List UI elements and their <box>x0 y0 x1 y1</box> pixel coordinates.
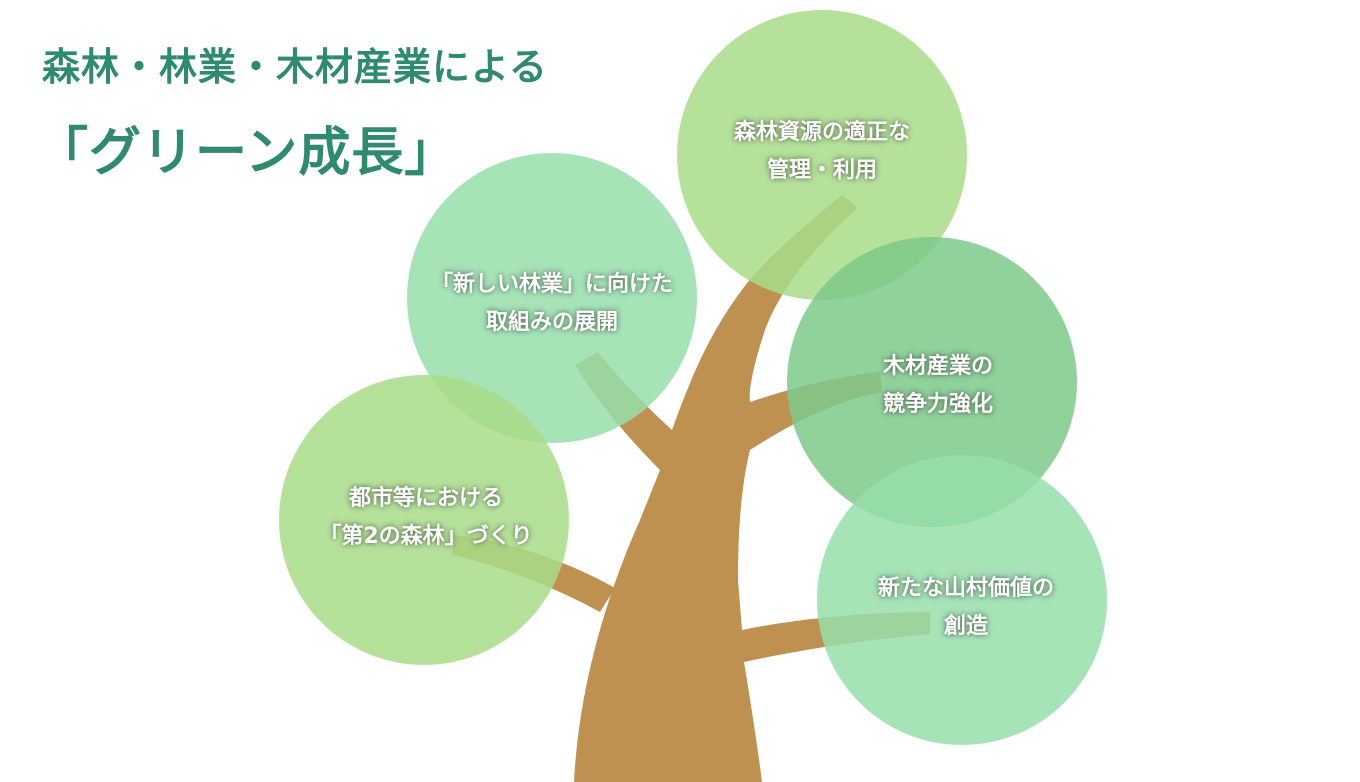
bubble-mountain-village-line2: 創造 <box>943 614 988 639</box>
bubble-forest-resources-line2: 管理・利用 <box>766 158 877 183</box>
bubble-circle-urban-forest <box>279 375 569 665</box>
page-title: 「グリーン成長」 <box>36 123 458 183</box>
bubble-forest-resources: 森林資源の適正な 管理・利用 <box>682 114 962 190</box>
bubble-mountain-village-line1: 新たな山村価値の <box>877 576 1054 601</box>
bubble-forest-resources-line1: 森林資源の適正な <box>733 120 910 145</box>
bubble-new-forestry-line1: 「新しい林業」に向けた <box>430 272 673 297</box>
bubble-wood-industry-line2: 競争力強化 <box>882 392 993 417</box>
bubble-circle-forest-resources <box>677 10 967 300</box>
bubble-urban-forest-line2: 「第2の森林」づくり <box>319 524 533 549</box>
bubble-circle-mountain-village <box>817 455 1107 745</box>
bubble-wood-industry-line1: 木材産業の <box>882 354 993 379</box>
bubble-mountain-village: 新たな山村価値の 創造 <box>826 570 1106 646</box>
bubble-urban-forest-line1: 都市等における <box>348 486 503 511</box>
bubble-urban-forest: 都市等における 「第2の森林」づくり <box>286 480 566 556</box>
bubble-circle-new-forestry <box>407 153 697 443</box>
bubble-new-forestry-line2: 取組みの展開 <box>485 310 618 335</box>
bubble-new-forestry: 「新しい林業」に向けた 取組みの展開 <box>412 266 692 342</box>
bubble-circle-wood-industry <box>787 237 1077 527</box>
title-line1: 森林・林業・木材産業による <box>42 45 548 89</box>
bubble-wood-industry: 木材産業の 競争力強化 <box>798 348 1078 424</box>
